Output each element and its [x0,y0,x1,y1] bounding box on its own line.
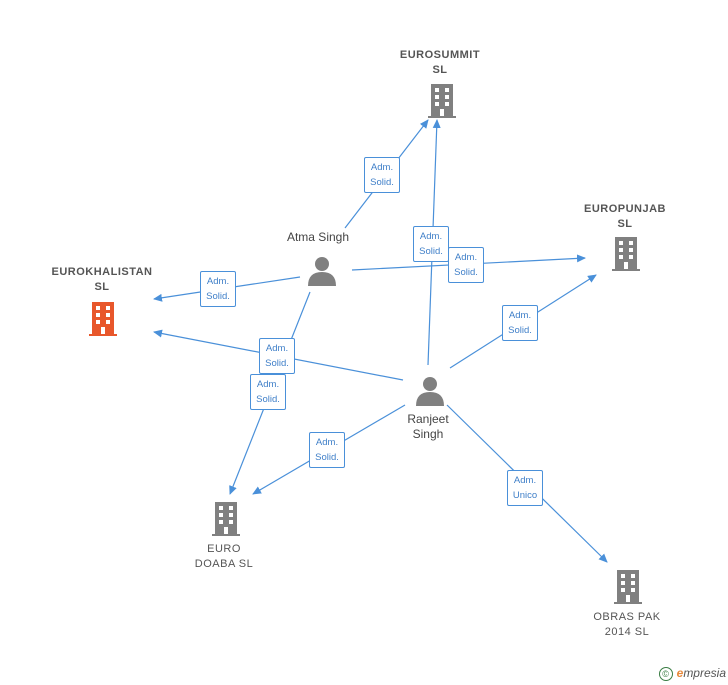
relation-box-ranjeet-eurodoaba[interactable]: Adm. Solid. [309,432,345,468]
person-icon-ranjeet[interactable] [416,376,444,406]
person-label-atma[interactable]: Atma Singh [286,230,350,244]
building-icon-eurosummit[interactable] [428,84,456,118]
relation-box-ranjeet-eurosummit[interactable]: Adm. Solid. [413,226,449,262]
person-label-ranjeet[interactable]: Ranjeet Singh [407,412,449,441]
relation-box-atma-eurosummit[interactable]: Adm. Solid. [364,157,400,193]
relation-box-ranjeet-eurokhalistan[interactable]: Adm. Solid. [259,338,295,374]
empresia-logo: ©empresia [658,666,726,681]
brand-e: e [676,666,684,680]
brand-text: mpresia [683,666,726,680]
relation-box-ranjeet-obraspak[interactable]: Adm. Unico [507,470,543,506]
building-icon-obraspak[interactable] [614,570,642,604]
relation-box-atma-europunjab[interactable]: Adm. Solid. [448,247,484,283]
company-label-obraspak[interactable]: OBRAS PAK 2014 SL [593,611,661,638]
copyright-icon: © [658,667,673,681]
relation-box-atma-eurodoaba[interactable]: Adm. Solid. [250,374,286,410]
building-icon-europunjab[interactable] [612,237,640,271]
building-icon-eurodoaba[interactable] [212,502,240,536]
company-label-europunjab[interactable]: EUROPUNJAB SL [583,203,666,230]
person-icon-atma[interactable] [308,256,336,286]
relation-box-ranjeet-europunjab[interactable]: Adm. Solid. [502,305,538,341]
company-label-eurosummit[interactable]: EUROSUMMIT SL [399,49,481,76]
building-icon-eurokhalistan[interactable] [87,302,119,336]
company-label-eurokhalistan[interactable]: EUROKHALISTAN SL [51,266,153,293]
relation-box-atma-eurokhalistan[interactable]: Adm. Solid. [200,271,236,307]
company-label-eurodoaba[interactable]: EURO DOABA SL [194,543,254,570]
